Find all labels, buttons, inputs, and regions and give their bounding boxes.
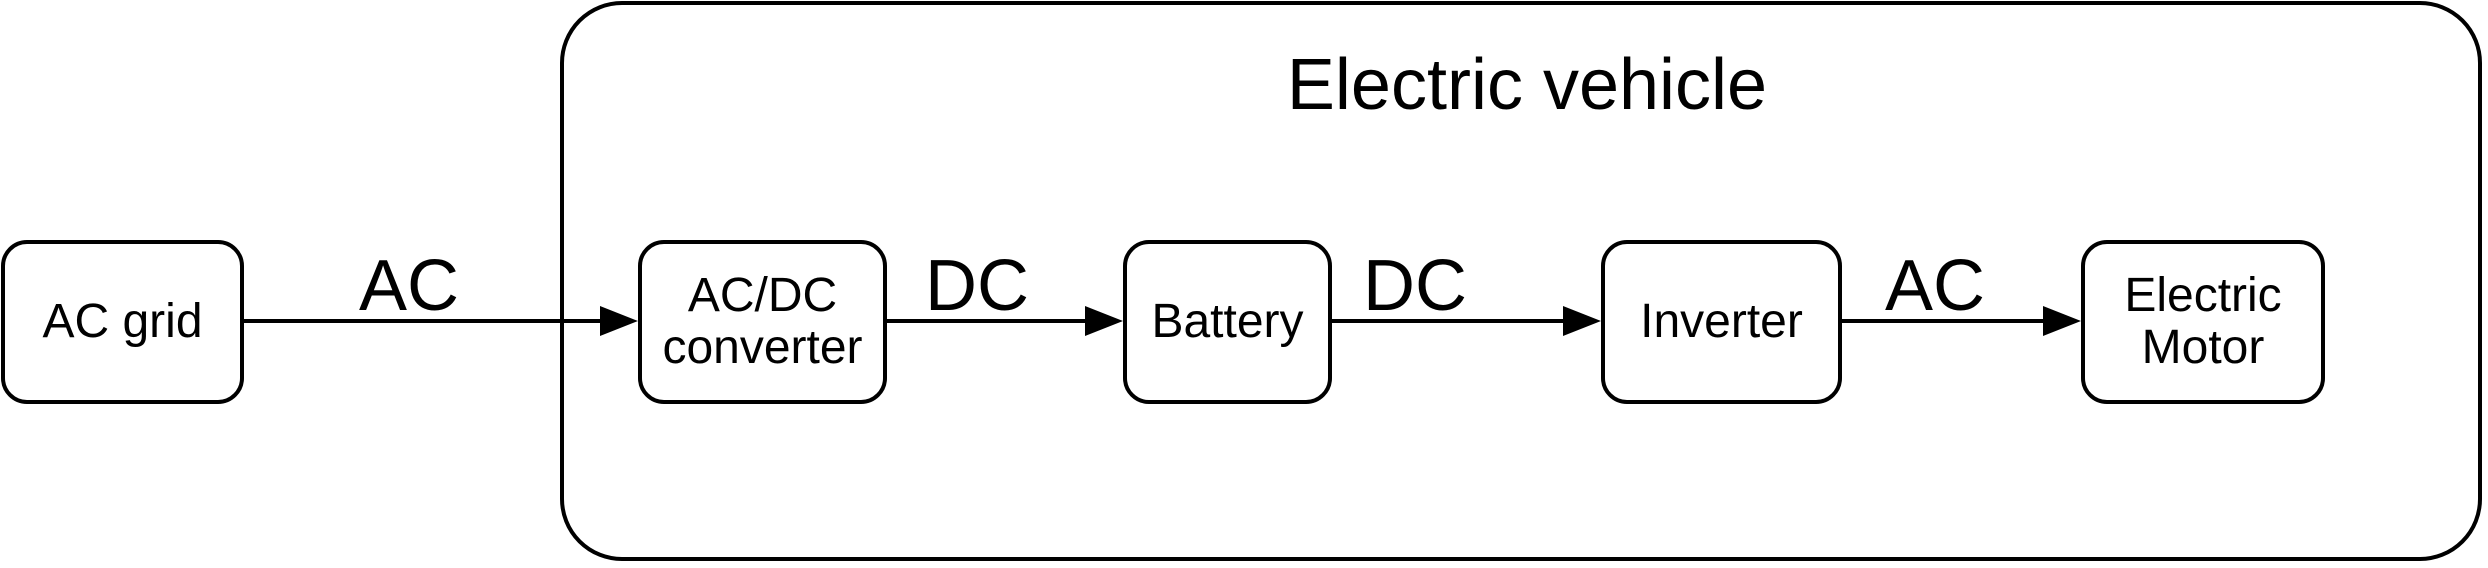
node-label: Electric Motor bbox=[2124, 270, 2281, 374]
node-label: AC/DC converter bbox=[662, 270, 862, 374]
edge-label-ac-2: AC bbox=[1884, 246, 1986, 326]
node-label-line: Motor bbox=[2141, 321, 2265, 374]
node-label: Battery bbox=[1151, 295, 1304, 348]
node-label: Inverter bbox=[1640, 295, 1803, 348]
electric-vehicle-container bbox=[560, 1, 2482, 561]
node-label-line: converter bbox=[662, 321, 863, 374]
node-label-line: Electric bbox=[2124, 269, 2282, 322]
edge-label-dc-2: DC bbox=[1363, 246, 1467, 326]
node-ac-grid: AC grid bbox=[1, 240, 244, 404]
node-ac-dc-converter: AC/DC converter bbox=[638, 240, 887, 404]
node-electric-motor: Electric Motor bbox=[2081, 240, 2325, 404]
node-label: AC grid bbox=[42, 295, 203, 348]
edge-label-ac-1: AC bbox=[358, 246, 460, 326]
node-battery: Battery bbox=[1123, 240, 1332, 404]
node-inverter: Inverter bbox=[1601, 240, 1842, 404]
edge-label-dc-1: DC bbox=[925, 246, 1029, 326]
electric-vehicle-title: Electric vehicle bbox=[1286, 45, 1768, 125]
node-label-line: AC/DC bbox=[687, 269, 838, 322]
